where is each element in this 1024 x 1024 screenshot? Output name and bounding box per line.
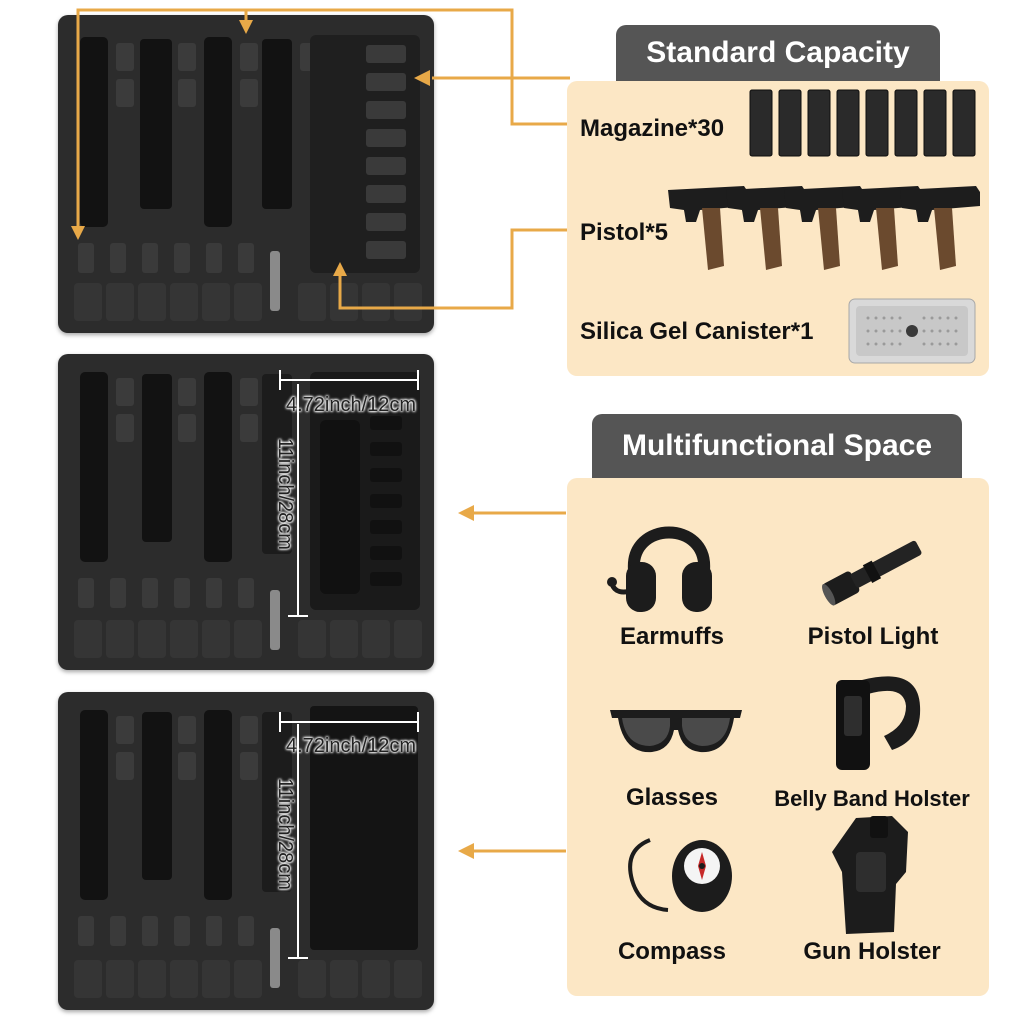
tray-large-drawing bbox=[74, 706, 422, 998]
tray-standard-drawing bbox=[74, 35, 422, 321]
tray-medium-drawing bbox=[74, 370, 422, 658]
earmuffs-label: Earmuffs bbox=[619, 623, 725, 650]
earmuffs-icon bbox=[607, 526, 712, 612]
magazine-connector bbox=[76, 8, 576, 232]
compass-icon bbox=[628, 838, 732, 912]
gun-holster-label: Gun Holster bbox=[803, 938, 941, 965]
gun-holster-icon bbox=[832, 816, 908, 934]
width-dimension-label: 4.72inch/12cm bbox=[286, 394, 417, 416]
pistol-light-label: Pistol Light bbox=[807, 623, 939, 650]
standard-capacity-title: Standard Capacity bbox=[616, 25, 940, 81]
pistol-connector bbox=[338, 228, 576, 310]
silica-gel-canister-icon bbox=[848, 298, 976, 364]
foam-tray-standard bbox=[58, 15, 434, 333]
belly-band-holster-icon bbox=[836, 676, 921, 770]
belly-band-holster-label: Belly Band Holster bbox=[774, 786, 970, 811]
foam-tray-medium-space bbox=[58, 354, 434, 670]
magazine-label: Magazine*30 bbox=[580, 115, 725, 142]
glasses-label: Glasses bbox=[625, 784, 719, 811]
compass-label: Compass bbox=[617, 938, 727, 965]
multifunctional-space-title: Multifunctional Space bbox=[592, 414, 962, 478]
magazine-icons bbox=[749, 89, 976, 157]
foam-tray-large-space bbox=[58, 692, 434, 1010]
pistol-label: Pistol*5 bbox=[580, 219, 669, 246]
pistol-light-icon bbox=[822, 540, 922, 606]
pistol-icon-5 bbox=[900, 186, 980, 270]
silica-gel-label: Silica Gel Canister*1 bbox=[580, 318, 814, 345]
width-dimension-label-2: 4.72inch/12cm bbox=[286, 735, 417, 757]
glasses-icon bbox=[610, 710, 742, 753]
pistol-icons bbox=[668, 186, 980, 270]
